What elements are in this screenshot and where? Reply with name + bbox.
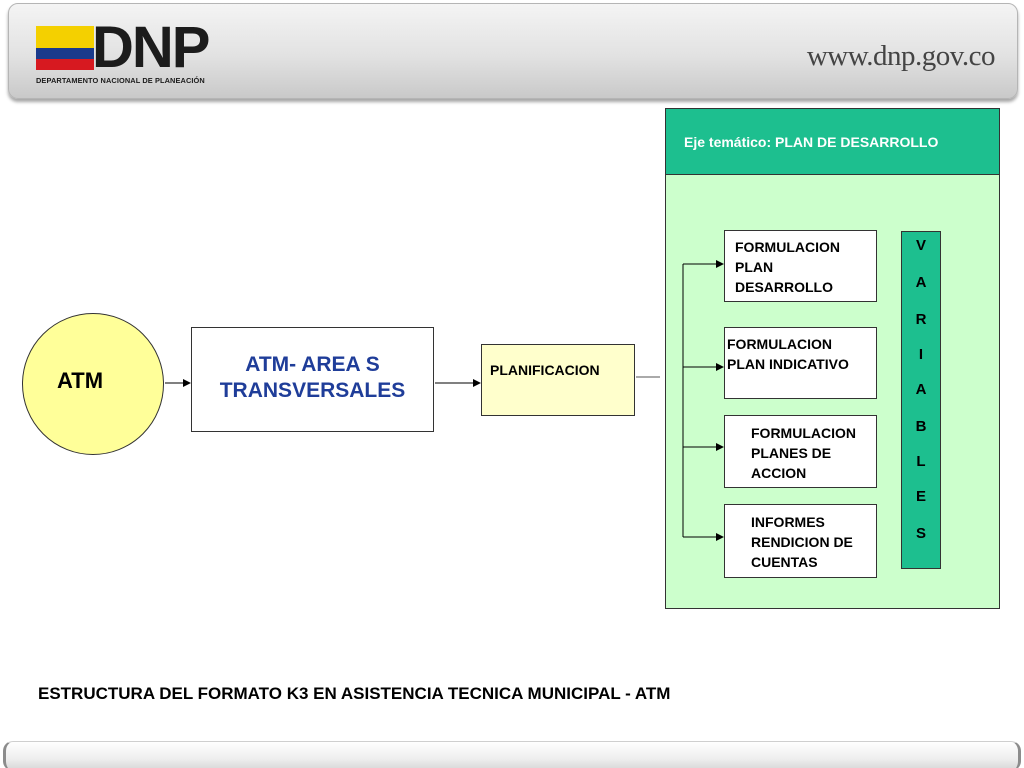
variables-letter: B: [915, 418, 927, 435]
sub-label-formulacion-planes-accion: FORMULACION PLANES DE ACCION: [751, 423, 856, 483]
planificacion-box: [481, 344, 635, 416]
sub-label-formulacion-plan-desarrollo: FORMULACION PLAN DESARROLLO: [735, 237, 840, 297]
variables-letter: E: [915, 488, 926, 505]
slide-caption: ESTRUCTURA DEL FORMATO K3 EN ASISTENCIA …: [38, 684, 671, 703]
sub-line: CUENTAS: [751, 554, 818, 570]
sub-box-informes-rendicion: [724, 504, 877, 578]
sub-line: PLANES DE: [751, 445, 832, 461]
planificacion-label: PLANIFICACION: [490, 362, 600, 378]
variables-letter: A: [915, 381, 927, 398]
sub-box-formulacion-plan-desarrollo: [724, 230, 877, 302]
variables-letter: V: [915, 237, 926, 254]
sub-box-formulacion-plan-indicativo: [724, 327, 877, 399]
sub-line: PLAN INDICATIVO: [727, 356, 849, 372]
variables-letter: A: [915, 274, 927, 291]
sub-line: FORMULACION: [751, 425, 856, 441]
atm-label: ATM: [57, 368, 104, 393]
area-line-2: TRANSVERSALES: [219, 379, 406, 402]
sub-line: ACCION: [751, 465, 807, 481]
sub-line: DESARROLLO: [735, 279, 833, 295]
colombia-flag-icon: [36, 26, 94, 70]
area-line-1: ATM- AREA S: [245, 353, 380, 376]
logo-text: DNP: [92, 15, 210, 80]
logo-subtitle: DEPARTAMENTO NACIONAL DE PLANEACIÓN: [36, 76, 205, 85]
variables-box: [901, 231, 941, 569]
sub-line: FORMULACION: [735, 239, 840, 255]
sub-line: RENDICION DE: [751, 534, 853, 550]
sub-box-formulacion-planes-accion: [724, 415, 877, 488]
area-transversales-label: ATM- AREA S TRANSVERSALES: [191, 352, 434, 404]
sub-label-formulacion-plan-indicativo: FORMULACION PLAN INDICATIVO: [727, 334, 849, 374]
variables-letter: R: [915, 311, 927, 328]
dnp-logo[interactable]: DNP DEPARTAMENTO NACIONAL DE PLANEACIÓN: [36, 16, 256, 92]
sub-label-informes-rendicion: INFORMES RENDICION DE CUENTAS: [751, 512, 853, 572]
sub-line: INFORMES: [751, 514, 825, 530]
sub-line: PLAN: [735, 259, 774, 275]
variables-letter: L: [916, 453, 926, 470]
variables-letter: I: [918, 346, 924, 363]
variables-letter: S: [915, 525, 926, 542]
eje-tematico-header: [665, 108, 1000, 175]
header-banner: DNP DEPARTAMENTO NACIONAL DE PLANEACIÓN …: [8, 3, 1018, 99]
eje-tematico-title: Eje temático: PLAN DE DESARROLLO: [684, 134, 939, 150]
site-url-link[interactable]: www.dnp.gov.co: [806, 40, 996, 72]
sub-line: FORMULACION: [727, 336, 832, 352]
area-transversales-box: [191, 327, 434, 432]
footer-bar: [3, 741, 1021, 768]
atm-circle-node: [22, 313, 164, 455]
